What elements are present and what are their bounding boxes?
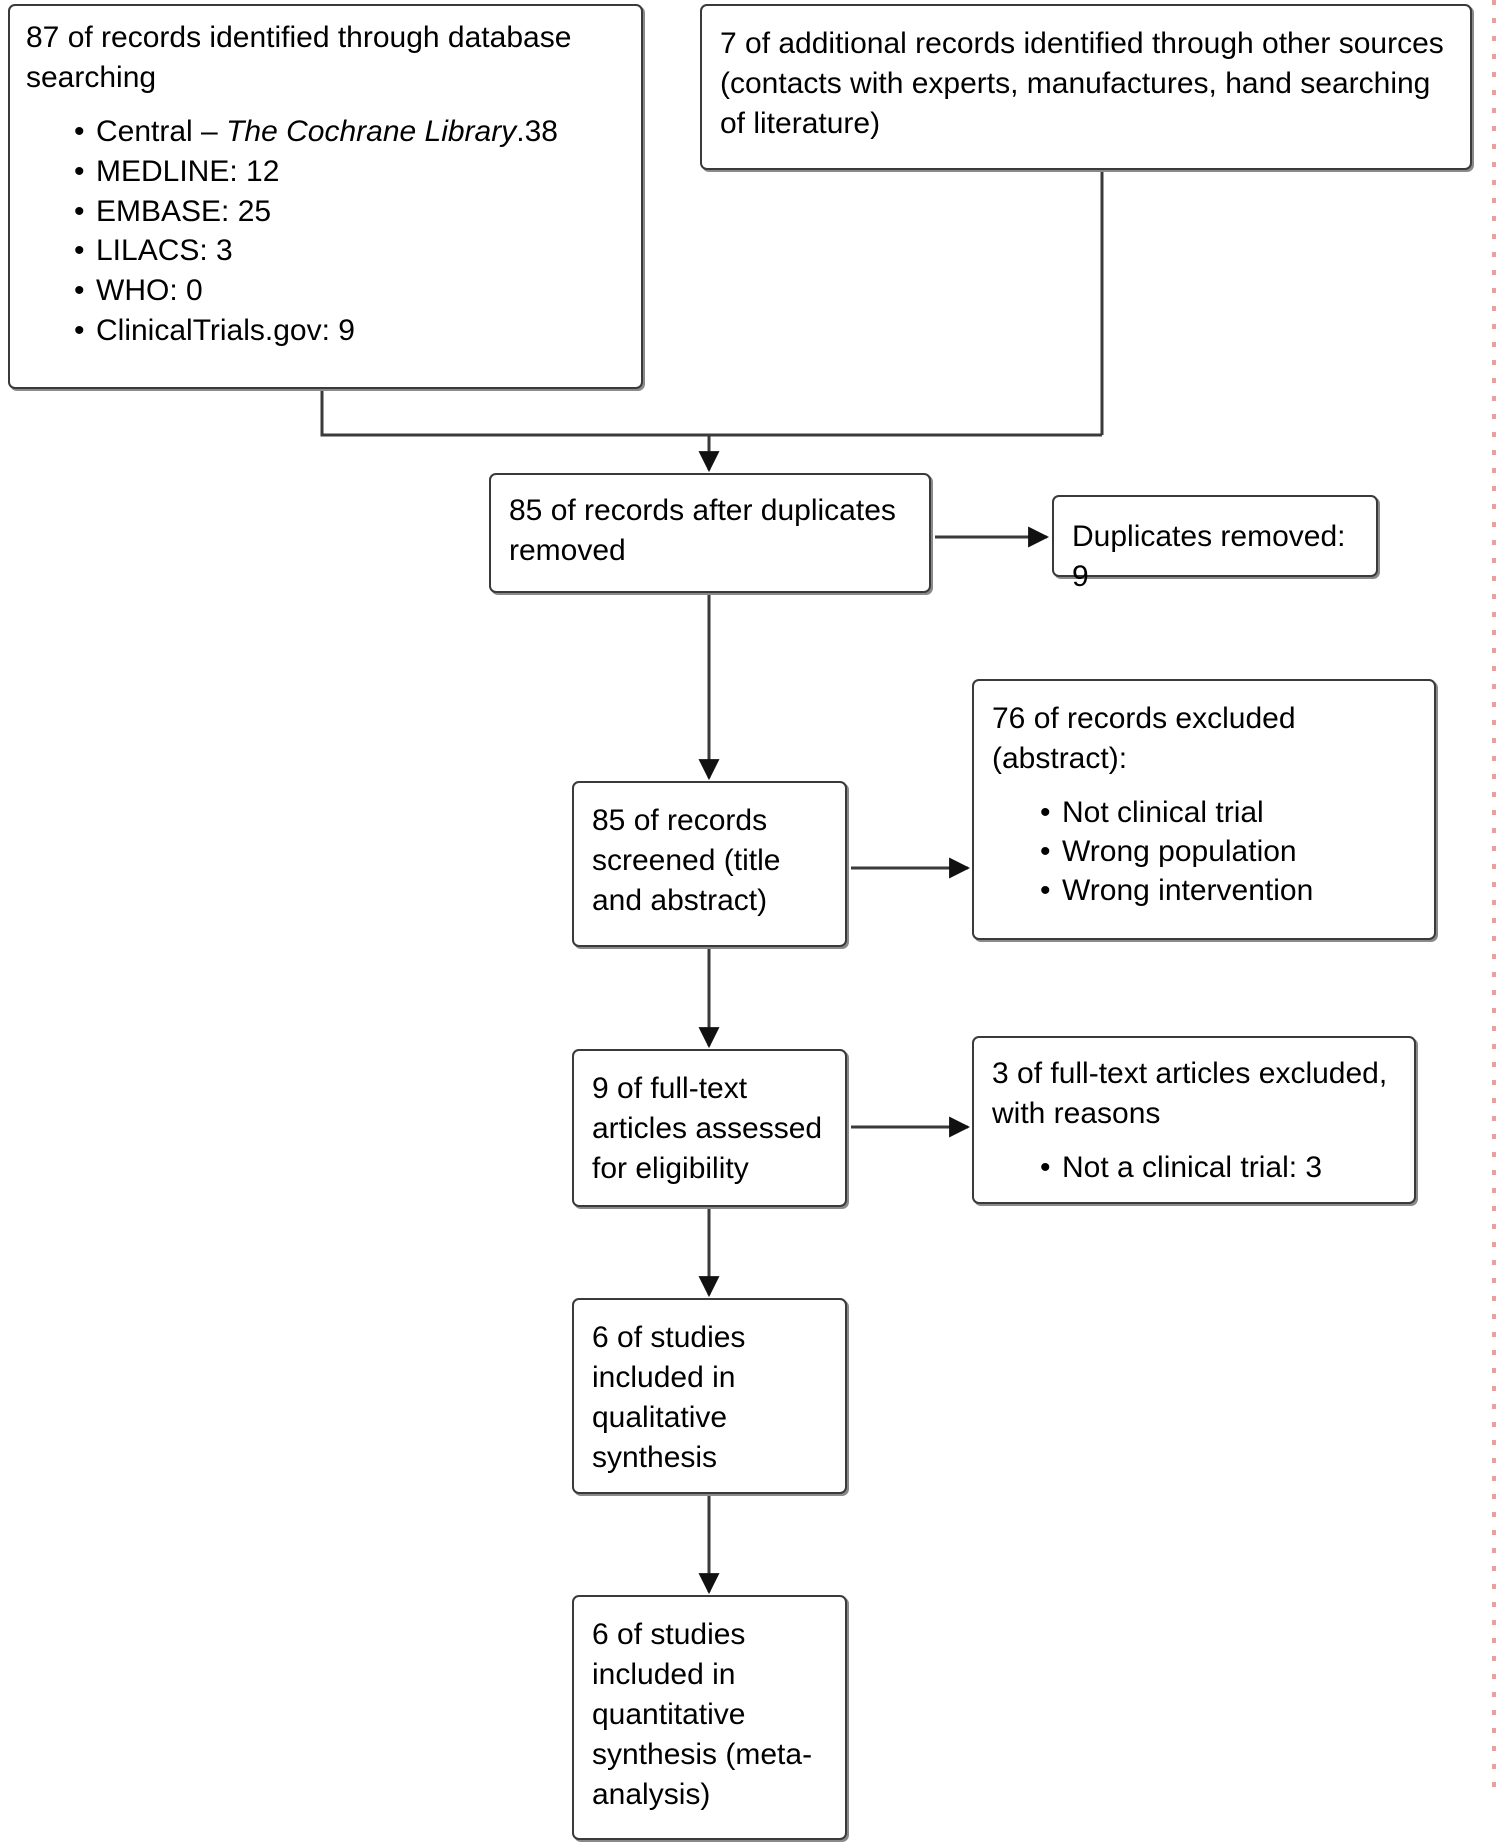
box-records-excluded: 76 of records excluded (abstract): Not c… [972,679,1436,940]
edge-database-to-merge [320,391,1102,437]
box-database-search: 87 of records identified through databas… [8,4,643,389]
box-other-sources: 7 of additional records identified throu… [700,4,1472,170]
box-fulltext-assessed: 9 of full-text articles assessed for eli… [572,1049,847,1207]
box-duplicates-removed: Duplicates removed: 9 [1052,495,1378,593]
records-excluded-reason-list: Not clinical trial Wrong population Wron… [992,793,1420,910]
list-item: Wrong intervention [1040,871,1420,910]
duplicates-removed-heading: Duplicates removed: 9 [1072,520,1354,593]
qualitative-synthesis-heading: 6 of studies included in qualitative syn… [592,1321,754,1474]
box-qualitative-synthesis: 6 of studies included in qualitative syn… [572,1298,847,1494]
list-item: ClinicalTrials.gov: 9 [74,311,629,351]
list-item: Not a clinical trial: 3 [1040,1148,1400,1187]
list-item: LILACS: 3 [74,231,629,271]
records-screened-heading: 85 of records screened (title and abstra… [592,804,789,917]
box-records-screened: 85 of records screened (title and abstra… [572,781,847,947]
page-edge-marks [1490,0,1498,1845]
list-item: Central – The Cochrane Library.38 [74,112,629,152]
list-item: WHO: 0 [74,271,629,311]
box-after-duplicates: 85 of records after duplicates removed [489,473,931,593]
fulltext-excluded-heading: 3 of full-text articles excluded, with r… [992,1057,1396,1130]
after-duplicates-heading: 85 of records after duplicates removed [509,494,905,567]
box-quantitative-synthesis: 6 of studies included in quantitative sy… [572,1595,847,1840]
other-sources-heading: 7 of additional records identified throu… [720,27,1453,140]
list-item: MEDLINE: 12 [74,152,629,192]
list-item: EMBASE: 25 [74,192,629,232]
quantitative-synthesis-heading: 6 of studies included in quantitative sy… [592,1618,813,1811]
list-item: Wrong population [1040,832,1420,871]
box-fulltext-excluded: 3 of full-text articles excluded, with r… [972,1036,1416,1204]
fulltext-assessed-heading: 9 of full-text articles assessed for eli… [592,1072,831,1185]
fulltext-excluded-reason-list: Not a clinical trial: 3 [992,1148,1400,1187]
database-search-source-list: Central – The Cochrane Library.38 MEDLIN… [26,112,629,351]
list-item: Not clinical trial [1040,793,1420,832]
records-excluded-heading: 76 of records excluded (abstract): [992,702,1304,775]
database-search-heading: 87 of records identified through databas… [26,21,580,94]
